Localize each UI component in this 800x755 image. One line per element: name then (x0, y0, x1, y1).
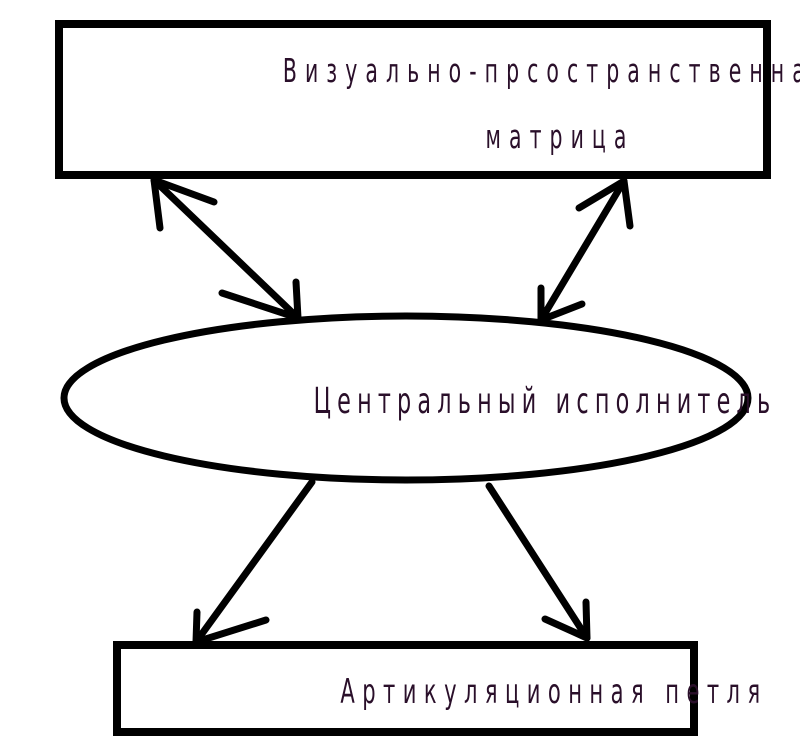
visuospatial-sketchpad-label-line1: Визуально-прсостранственная (283, 53, 800, 90)
bottom-left-arrow (192, 478, 316, 646)
left-arrow-head-top (150, 176, 218, 232)
right-arrow-head-top (575, 177, 634, 230)
visuospatial-sketchpad-box (55, 20, 771, 179)
left-arrow-head-bottom (218, 278, 302, 322)
central-executive-label: Центральный исполнитель (314, 381, 777, 423)
articulatory-loop-box (113, 641, 698, 736)
central-executive-ellipse (60, 312, 752, 484)
visuospatial-sketchpad-label-line2: матрица (485, 119, 634, 156)
left-bidirectional-arrow (150, 176, 302, 322)
bottom-left-arrow-head (192, 608, 270, 646)
bottom-right-arrow (485, 482, 591, 642)
articulatory-loop-label: Артикуляционная петля (340, 672, 767, 712)
right-bidirectional-arrow (537, 177, 634, 324)
right-arrow-head-bottom (537, 284, 586, 324)
bottom-right-arrow-head (541, 598, 591, 642)
